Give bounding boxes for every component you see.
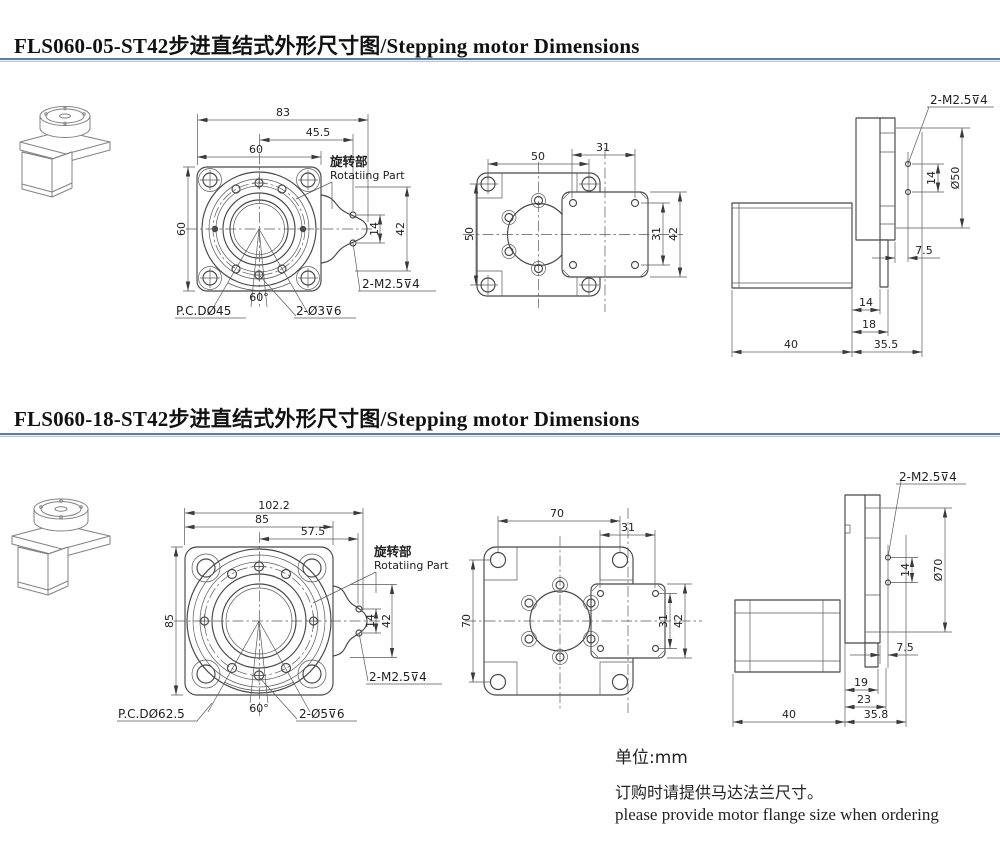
dim-total-width-18: 102.2 (258, 499, 290, 512)
back-view-05: 31 50 50 31 42 (463, 141, 687, 312)
dim-body-len-05: 35.5 (874, 338, 899, 351)
tap-note-front-05: 2-M2.5⊽4 (362, 277, 420, 291)
front-view-05: 83 45.5 60 60 14 42 旋转部 Rotatiing Part 2… (175, 106, 436, 319)
rotating-part-label-en-18: Rotatiing Part (374, 559, 449, 572)
dim-depth-b-05: 18 (862, 318, 876, 331)
isometric-view-05 (19, 106, 111, 198)
rotating-part-label-zh-05: 旋转部 (329, 154, 368, 169)
dim-depth-a-18: 19 (854, 676, 868, 689)
angle-note-05: 60° (249, 291, 269, 304)
dim-depth-b-18: 23 (857, 693, 871, 706)
dim-hole-pitch-05: 14 (368, 222, 381, 236)
pcd-note-05: P.C.DØ45 (176, 304, 231, 318)
dim-pitch-v-18: 70 (460, 614, 473, 628)
dim-center-to-hole-05: 45.5 (306, 126, 331, 139)
dim-hole-pitch-18: 14 (364, 614, 377, 628)
tap-note-side-05: 2-M2.5⊽4 (930, 93, 988, 107)
dim-pitch-h-18: 70 (550, 507, 564, 520)
side-view-18: 2-M2.5⊽4 14 Ø70 7.5 19 23 40 35.8 (732, 470, 966, 727)
dim-flange-pitch-h-18: 31 (621, 521, 635, 534)
order-note-zh: 订购时请提供马达法兰尺寸。 (615, 783, 824, 802)
dim-table-dia-18: Ø70 (932, 559, 945, 582)
dim-plate-width-18: 85 (255, 513, 269, 526)
dim-flange-height-18: 42 (380, 614, 393, 628)
dim-motor-len-05: 40 (784, 338, 798, 351)
tap-note-front-18: 2-M2.5⊽4 (369, 670, 427, 684)
dim-offset-05: 7.5 (915, 244, 933, 257)
dim-plate-width-05: 60 (249, 143, 263, 156)
back-view-18: 70 31 70 31 42 (460, 507, 702, 713)
dim-body-len-18: 35.8 (864, 708, 889, 721)
dim-flange-pitch-v-05: 31 (650, 227, 663, 241)
pcd-note-18: P.C.DØ62.5 (118, 707, 185, 721)
side-view-05: 2-M2.5⊽4 14 Ø50 7.5 14 18 40 35.5 (731, 93, 994, 357)
holes-note-18: 2-Ø5⊽6 (299, 707, 344, 721)
dim-motor-len-18: 40 (782, 708, 796, 721)
tap-note-side-18: 2-M2.5⊽4 (899, 470, 957, 484)
dim-flange-pitch-v-18: 31 (657, 614, 670, 628)
dim-table-dia-05: Ø50 (949, 167, 962, 190)
dim-plate-height-18: 85 (163, 614, 176, 628)
angle-note-18: 60° (249, 702, 269, 715)
title-divider-2 (0, 433, 1000, 437)
page-title-model-18: FLS060-18-ST42步进直结式外形尺寸图/Stepping motor … (14, 407, 640, 431)
order-note-en: please provide motor flange size when or… (615, 805, 939, 824)
dim-pitch-v-05: 50 (463, 227, 476, 241)
dim-hole-pitch-side-05: 14 (925, 171, 938, 185)
dim-flange-pitch-h-05: 31 (596, 141, 610, 154)
dim-flange-size-05: 42 (667, 227, 680, 241)
dim-pitch-h-05: 50 (531, 150, 545, 163)
front-view-18: 102.2 85 57.5 85 14 42 旋转部 Rotatiing Par… (117, 499, 449, 722)
dim-center-to-hole-18: 57.5 (301, 525, 326, 538)
dim-hole-pitch-side-18: 14 (899, 563, 912, 577)
dim-total-width-05: 83 (276, 106, 290, 119)
holes-note-05: 2-Ø3⊽6 (296, 304, 341, 318)
rotating-part-label-zh-18: 旋转部 (373, 544, 412, 559)
dim-depth-a-05: 14 (859, 296, 873, 309)
title-divider-1 (0, 58, 1000, 62)
unit-note: 单位:mm (615, 748, 688, 768)
isometric-view-18 (11, 498, 111, 596)
dim-plate-height-05: 60 (175, 222, 188, 236)
rotating-part-label-en-05: Rotatiing Part (330, 169, 405, 182)
page-title-model-05: FLS060-05-ST42步进直结式外形尺寸图/Stepping motor … (14, 34, 640, 58)
dim-flange-size-18: 42 (672, 614, 685, 628)
dim-offset-18: 7.5 (896, 641, 914, 654)
dim-flange-height-05: 42 (394, 222, 407, 236)
